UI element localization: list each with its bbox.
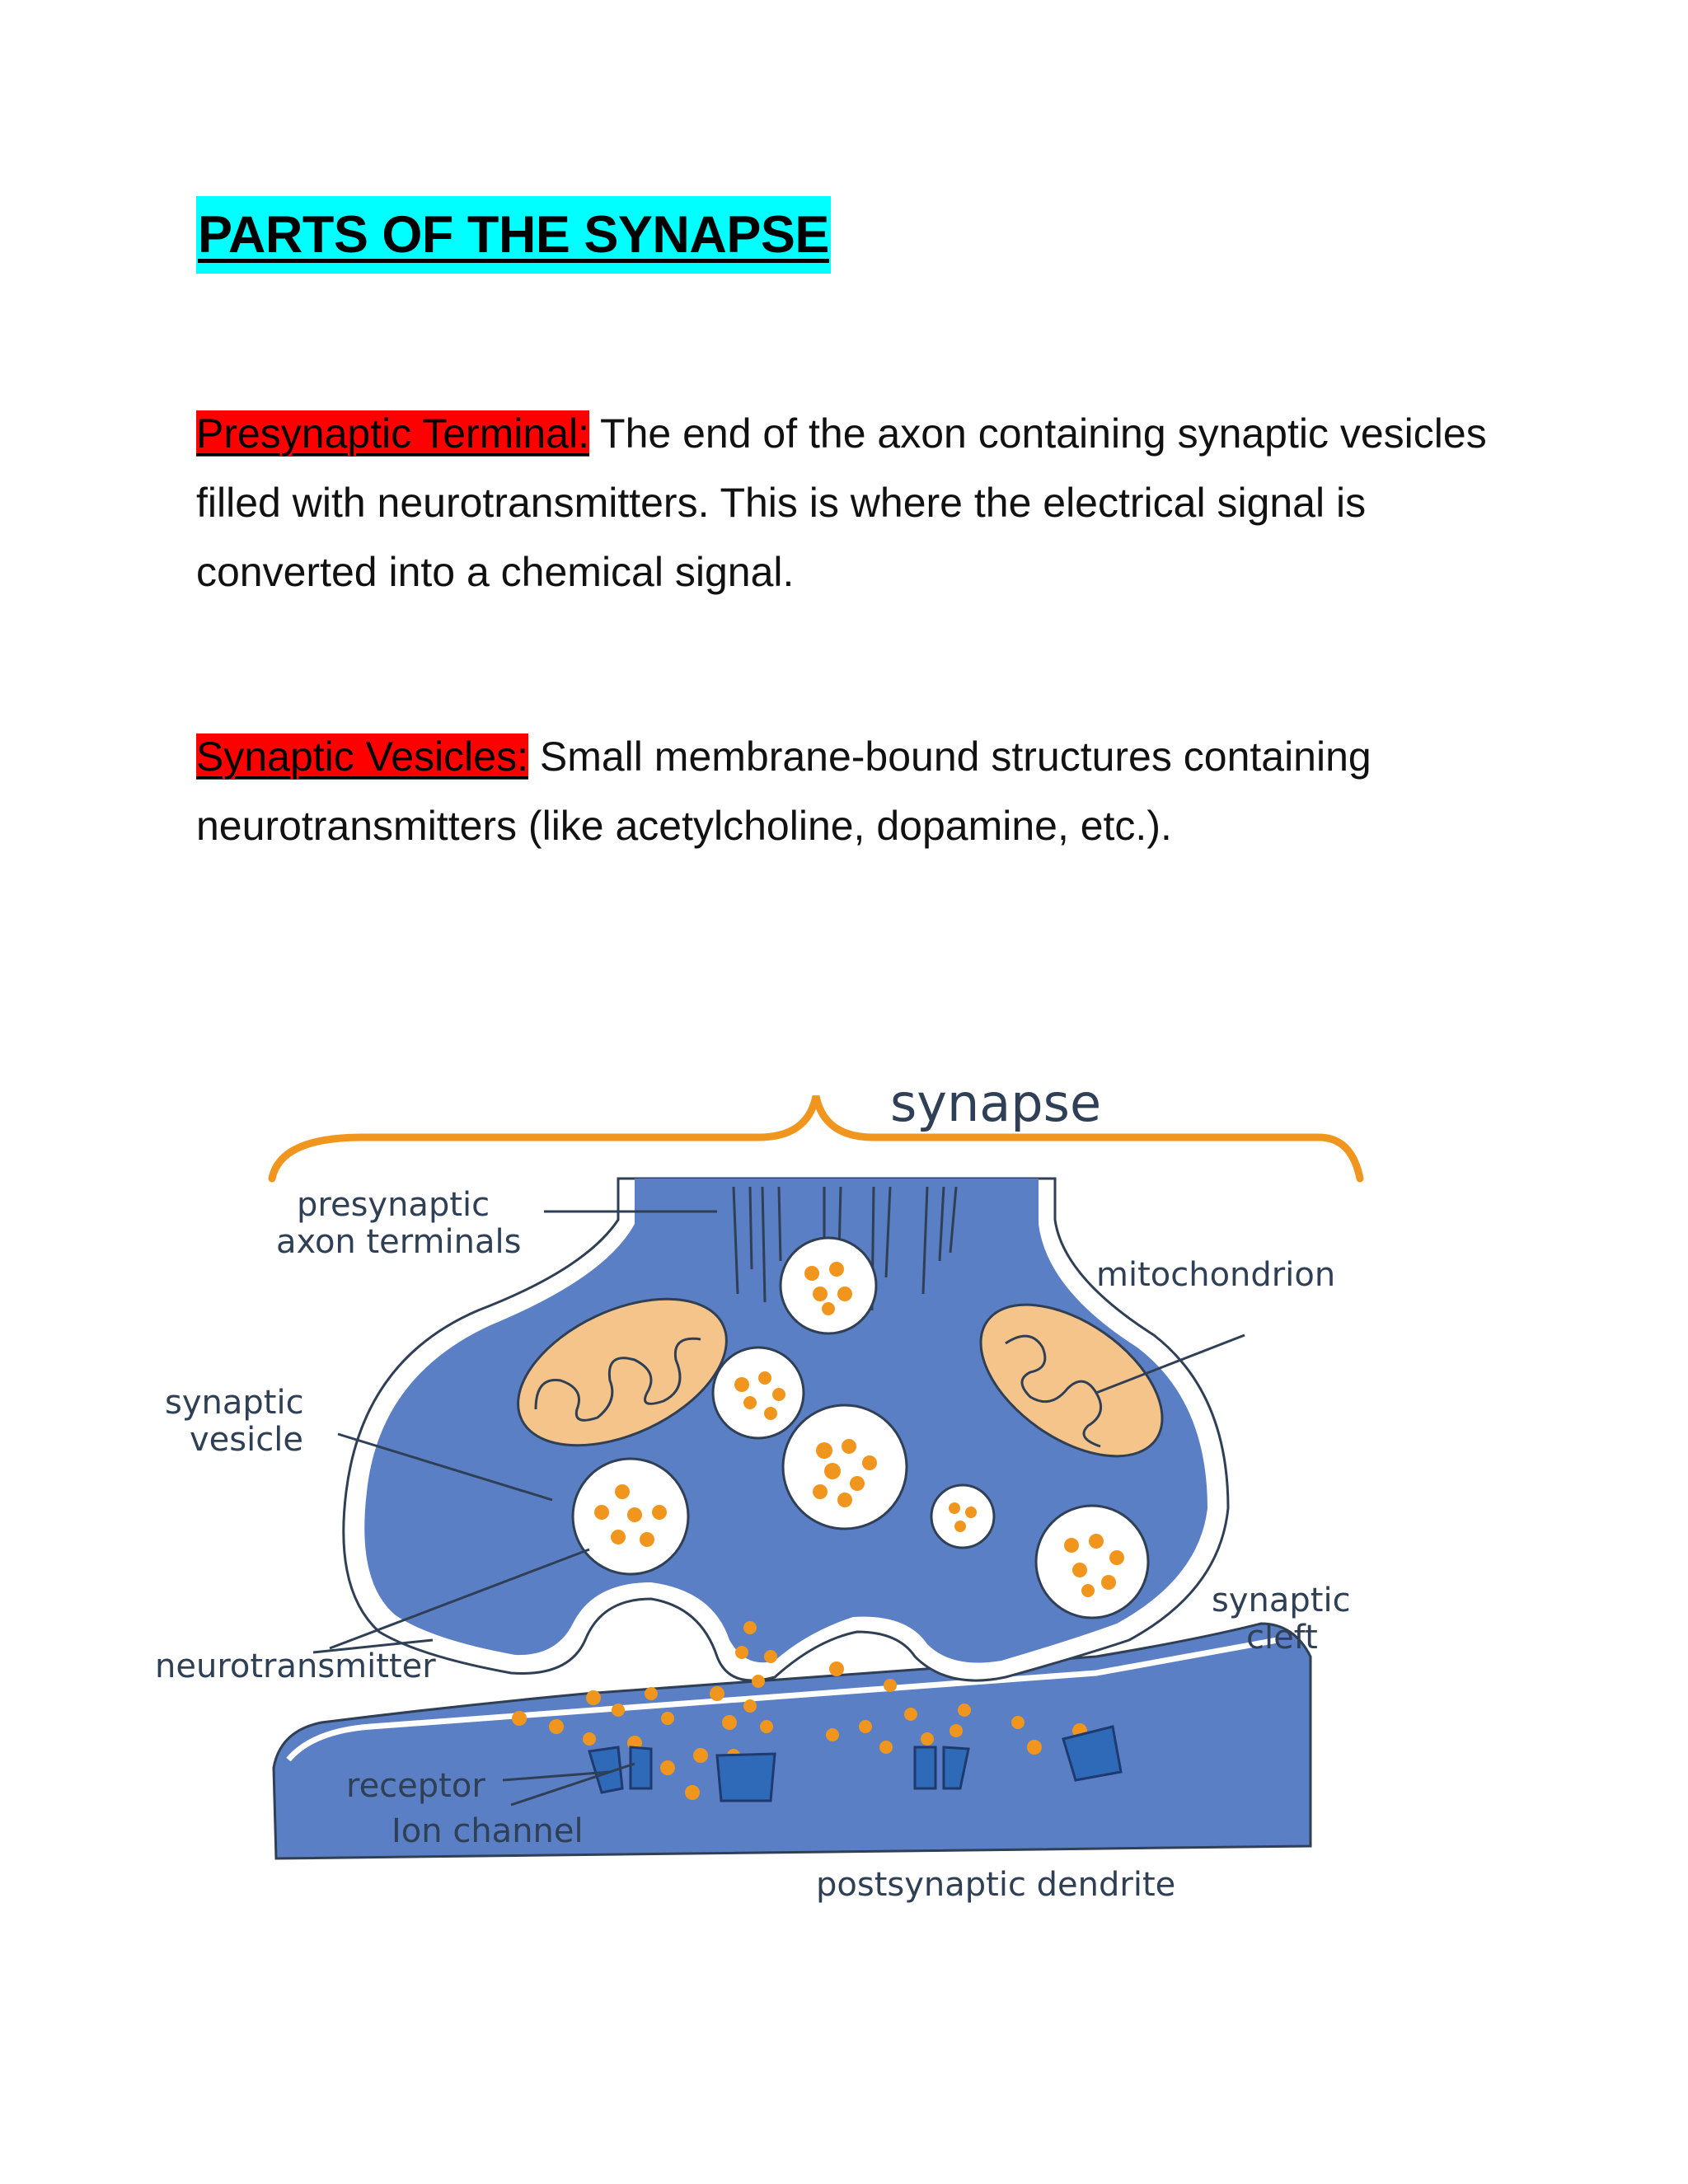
axon-filaments	[732, 1186, 958, 1311]
synapse-header: synapse	[890, 1073, 1101, 1133]
synaptic-vesicles	[571, 1236, 1150, 1619]
label-cleft-2: cleft	[1246, 1619, 1318, 1657]
mitochondrion-left	[517, 1297, 728, 1447]
synapse-brace	[268, 1094, 1364, 1183]
presynaptic-terminal-paragraph: Presynaptic Terminal: The end of the axo…	[196, 399, 1548, 607]
label-mitochondrion: mitochondrion	[1096, 1256, 1335, 1294]
presynaptic-terminal-text: The end of the axon containing synaptic …	[196, 410, 1487, 595]
label-vesicle-2: vesicle	[190, 1421, 303, 1459]
label-postsynaptic: postsynaptic dendrite	[816, 1866, 1175, 1904]
page-title: PARTS OF THE SYNAPSE	[196, 196, 831, 274]
label-cleft-1: synaptic	[1212, 1582, 1351, 1619]
synaptic-vesicles-text: Small membrane-bound structures containi…	[196, 733, 1372, 849]
synapse-diagram: synapse	[155, 1073, 1364, 1904]
label-presynaptic-1: presynaptic	[297, 1186, 490, 1224]
label-ion-channel: Ion channel	[392, 1812, 584, 1850]
receptors	[588, 1725, 1123, 1802]
synaptic-vesicles-paragraph: Synaptic Vesicles: Small membrane-bound …	[196, 722, 1548, 860]
label-receptor: receptor	[346, 1767, 485, 1805]
mitochondrion-right	[979, 1303, 1164, 1458]
vesicle-neurotransmitters	[594, 1262, 1124, 1597]
label-neurotransmitter: neurotransmitter	[155, 1647, 436, 1685]
synaptic-vesicles-term: Synaptic Vesicles:	[196, 733, 528, 780]
label-pointers	[312, 1210, 1245, 1807]
presynaptic-terminal-term: Presynaptic Terminal:	[196, 410, 590, 457]
cleft-neurotransmitters	[512, 1621, 1087, 1800]
postsynaptic-dendrite	[272, 1622, 1312, 1860]
label-presynaptic-2: axon terminals	[276, 1223, 521, 1261]
label-vesicle-1: synaptic	[165, 1384, 304, 1422]
